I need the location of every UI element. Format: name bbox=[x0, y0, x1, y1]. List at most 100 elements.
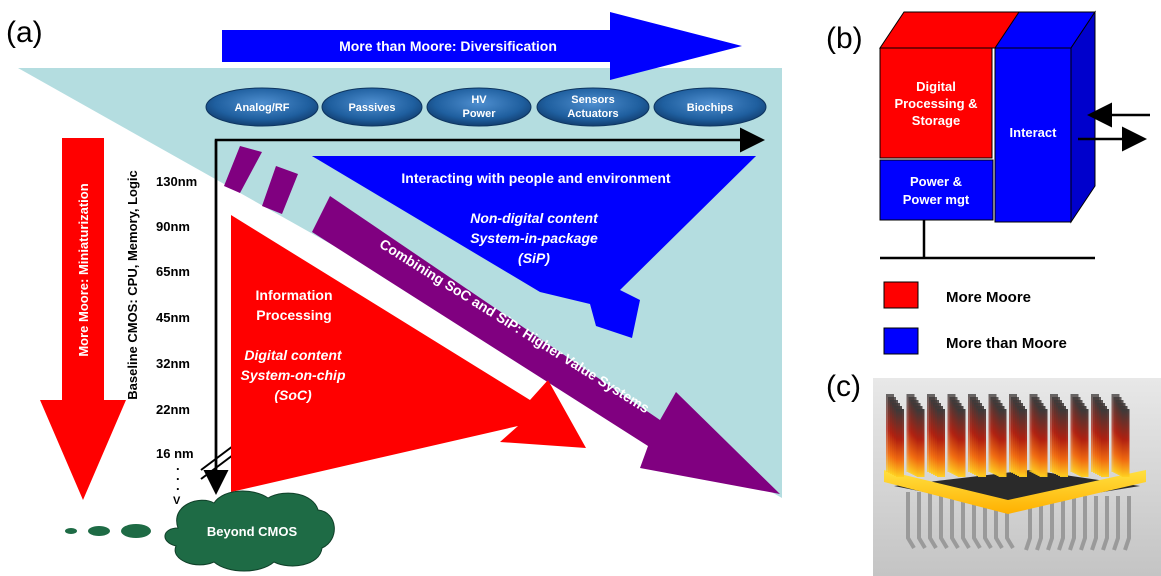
blue-block bbox=[994, 47, 1072, 223]
chip-pin bbox=[950, 492, 960, 550]
red-region-title: Processing bbox=[256, 307, 331, 323]
dot: . bbox=[176, 478, 180, 493]
chip-pin bbox=[972, 492, 982, 550]
oval-label: Sensors bbox=[571, 94, 614, 106]
panel-b: (b) Digital Processing & Storage Interac… bbox=[826, 10, 1150, 355]
node-label: 16 nm bbox=[156, 446, 194, 461]
heatsink-fin bbox=[1101, 409, 1109, 477]
red-block-line: Processing & bbox=[894, 96, 977, 111]
heatsink-fin bbox=[1121, 409, 1130, 477]
blue-region-line: Non-digital content bbox=[470, 210, 599, 226]
oval-label: Biochips bbox=[687, 102, 733, 114]
power-block-line: Power & bbox=[910, 174, 962, 189]
node-label: 130nm bbox=[156, 174, 197, 189]
dot: . bbox=[176, 458, 180, 473]
blue-region-body bbox=[312, 156, 756, 282]
top-arrow-label: More than Moore: Diversification bbox=[339, 38, 557, 54]
blue-region-line: (SiP) bbox=[518, 250, 550, 266]
chip-pin bbox=[961, 492, 971, 550]
chip-pin bbox=[1024, 496, 1032, 551]
panel-label-b: (b) bbox=[826, 22, 863, 55]
node-labels: 130nm 90nm 65nm 45nm 32nm 22nm 16 nm bbox=[156, 174, 197, 461]
heatsink-fin bbox=[937, 409, 945, 477]
oval-label: HV bbox=[471, 94, 487, 106]
dot: . bbox=[176, 468, 180, 483]
chip-pin bbox=[1046, 496, 1054, 551]
blue-block-label: Interact bbox=[1010, 125, 1058, 140]
chip-pin bbox=[906, 492, 916, 550]
chip-pin bbox=[928, 492, 938, 550]
chip-pin bbox=[1035, 496, 1043, 551]
chip-pin bbox=[1068, 496, 1076, 551]
red-region bbox=[231, 215, 586, 492]
node-label: 22nm bbox=[156, 402, 190, 417]
oval-label: Analog/RF bbox=[235, 102, 290, 114]
node-label: 65nm bbox=[156, 264, 190, 279]
red-region-line: (SoC) bbox=[274, 387, 312, 403]
blue-region-line: System-in-package bbox=[470, 230, 598, 246]
chip-pin bbox=[939, 492, 949, 550]
heatsink-fin bbox=[896, 409, 904, 477]
top-blue-arrow bbox=[222, 12, 742, 80]
oval-passives: Passives bbox=[321, 87, 423, 127]
axis-break-2 bbox=[200, 454, 234, 480]
chip-pin bbox=[1090, 496, 1098, 551]
red-block bbox=[879, 47, 993, 159]
panel-label-c: (c) bbox=[826, 370, 861, 403]
red-region-title: Information bbox=[256, 287, 333, 303]
left-red-arrow bbox=[40, 138, 126, 500]
heatsink-fin bbox=[957, 409, 966, 477]
red-region-line: System-on-chip bbox=[240, 367, 345, 383]
legend-swatch-more-moore bbox=[883, 281, 919, 309]
chip-pin bbox=[1101, 496, 1109, 551]
heatsink-fin bbox=[1039, 409, 1048, 477]
legend-label: More Moore bbox=[946, 289, 1031, 306]
beyond-cmos-cloud: Beyond CMOS bbox=[65, 490, 335, 572]
v-label: V bbox=[173, 495, 181, 507]
heatsink-base bbox=[884, 470, 1146, 514]
power-block-line: Power mgt bbox=[903, 192, 970, 207]
legend-swatch-more-than-moore bbox=[883, 327, 919, 355]
purple-arrow bbox=[312, 196, 780, 494]
axis-break-1 bbox=[200, 445, 234, 471]
red-block-line: Digital bbox=[916, 79, 956, 94]
oval-hv-power: HV Power bbox=[426, 87, 532, 127]
oval-biochips: Biochips bbox=[653, 87, 767, 127]
left-arrow-label: More Moore: Miniaturization bbox=[76, 183, 91, 356]
red-block-line: Storage bbox=[912, 113, 960, 128]
heatsink-fin bbox=[1019, 409, 1027, 477]
node-label: 45nm bbox=[156, 310, 190, 325]
heatsink-fins bbox=[886, 394, 1130, 477]
oval-label: Passives bbox=[348, 102, 395, 114]
oval-analog-rf: Analog/RF bbox=[205, 87, 319, 127]
chip-pin bbox=[1123, 496, 1131, 551]
chip-pin bbox=[1079, 496, 1087, 551]
chip-pin bbox=[1057, 496, 1065, 551]
node-label: 32nm bbox=[156, 356, 190, 371]
heatsink-fin bbox=[1080, 409, 1089, 477]
oval-sensors-actuators: Sensors Actuators bbox=[536, 87, 650, 127]
oval-label: Actuators bbox=[567, 108, 618, 120]
heatsink-fin bbox=[998, 409, 1007, 477]
chip-body bbox=[894, 470, 1140, 508]
blue-block-side bbox=[1070, 10, 1096, 224]
purple-dash-2 bbox=[262, 166, 298, 214]
chip-pin bbox=[1112, 496, 1120, 551]
red-region-line: Digital content bbox=[244, 347, 343, 363]
blue-region-title: Interacting with people and environment bbox=[401, 170, 670, 186]
heatsink-fin bbox=[978, 409, 986, 477]
oval-row: Analog/RF Passives HV Power Sensors Actu… bbox=[205, 87, 767, 127]
heatsink-fin bbox=[1060, 409, 1068, 477]
legend-label: More than Moore bbox=[946, 335, 1067, 352]
chip-pin bbox=[917, 492, 927, 550]
power-block bbox=[879, 159, 994, 221]
vertical-axis-label: Baseline CMOS: CPU, Memory, Logic bbox=[125, 170, 140, 399]
panel-c: (c) bbox=[826, 370, 1161, 576]
heatsink-fin bbox=[916, 409, 925, 477]
node-label: 90nm bbox=[156, 219, 190, 234]
panel-label-a: (a) bbox=[6, 16, 43, 49]
oval-label: Power bbox=[462, 108, 496, 120]
cloud-label: Beyond CMOS bbox=[207, 524, 298, 539]
panel-a: (a) More than Moore: Diversification Ana… bbox=[6, 12, 782, 572]
